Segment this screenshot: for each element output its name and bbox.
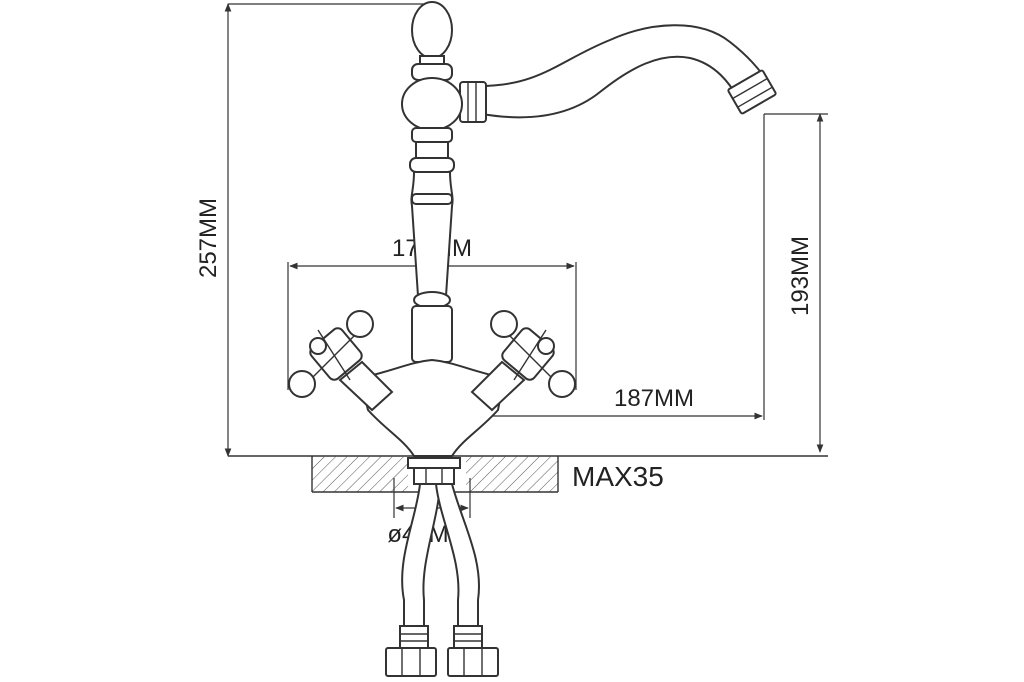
- spout-reach-dimension: 187MM: [435, 114, 765, 420]
- max-thickness-label: MAX35: [572, 461, 664, 492]
- spout-height-dimension: 193MM: [764, 113, 828, 453]
- faucet-spout: [459, 24, 777, 123]
- spout-height-label: 193MM: [787, 236, 814, 316]
- countertop-section: MAX35: [311, 456, 664, 493]
- faucet-body: [358, 1, 506, 457]
- total-height-dimension: 257MM: [195, 3, 424, 457]
- left-handle: [288, 310, 394, 412]
- spout-reach-label: 187MM: [614, 385, 694, 412]
- flexible-hoses: [385, 483, 499, 677]
- right-handle: [470, 310, 576, 412]
- total-height-label: 257MM: [195, 198, 222, 278]
- mounting-nut: [407, 457, 461, 485]
